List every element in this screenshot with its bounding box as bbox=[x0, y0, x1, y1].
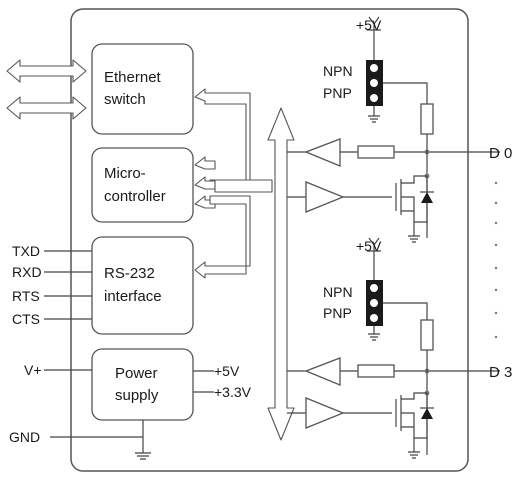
jumper-bottom-npn-label: NPN bbox=[323, 284, 353, 300]
cts-label: CTS bbox=[12, 311, 40, 327]
power-supply-label-1: Power bbox=[115, 365, 158, 382]
txd-label: TXD bbox=[12, 243, 40, 259]
gnd-label: GND bbox=[9, 429, 40, 445]
pullup-resistor-0 bbox=[420, 103, 434, 135]
series-resistor-0 bbox=[357, 145, 395, 159]
rxd-label: RXD bbox=[12, 264, 42, 280]
rs232-label-1: RS-232 bbox=[104, 265, 155, 282]
series-resistor-3 bbox=[357, 364, 395, 378]
rs232-label-2: interface bbox=[104, 288, 162, 305]
jumper-bottom-supply-label: +5V bbox=[356, 238, 382, 254]
rail-5v-label: +5V bbox=[214, 363, 240, 379]
rs232-signal-lines bbox=[44, 250, 92, 320]
channel-0: +5V NPN PNP D 0 bbox=[304, 16, 512, 243]
pullup-resistor-3 bbox=[420, 319, 434, 351]
ethernet-switch-block: Ethernet switch bbox=[91, 43, 194, 135]
jumper-top-supply-label: +5V bbox=[356, 17, 382, 33]
ethernet-port-1-arrow bbox=[6, 59, 87, 83]
jumper-top-pnp-label: PNP bbox=[323, 85, 352, 101]
jumper-top-npn-label: NPN bbox=[323, 63, 353, 79]
channel-continuation-dots bbox=[494, 181, 498, 339]
body-diode-3 bbox=[421, 408, 433, 419]
ethernet-port-2-arrow bbox=[6, 96, 87, 120]
power-output-lines bbox=[193, 370, 214, 393]
internal-io-bus-arrow bbox=[267, 107, 295, 441]
output-driver-3 bbox=[305, 397, 345, 429]
channel-3: +5V NPN PNP D 3 bbox=[304, 237, 512, 459]
microcontroller-label-1: Micro- bbox=[104, 165, 146, 182]
ethernet-switch-label-1: Ethernet bbox=[104, 69, 162, 86]
output-d3-label: D 3 bbox=[489, 364, 512, 381]
rs232-to-mcu-bus-arrow bbox=[194, 195, 251, 279]
vplus-label: V+ bbox=[24, 362, 42, 378]
body-diode-0 bbox=[421, 192, 433, 203]
jumper-bottom-pnp-label: PNP bbox=[323, 305, 352, 321]
power-supply-block: Power supply bbox=[91, 348, 194, 421]
mcu-to-io-bus-arrow bbox=[214, 179, 273, 193]
gnd-line bbox=[50, 420, 151, 460]
output-d0-label: D 0 bbox=[489, 145, 512, 162]
output-driver-0 bbox=[305, 181, 345, 213]
microcontroller-block: Micro- controller bbox=[91, 147, 194, 223]
ethernet-switch-label-2: switch bbox=[104, 91, 146, 108]
rts-label: RTS bbox=[12, 288, 40, 304]
rail-3v3-label: +3.3V bbox=[214, 384, 252, 400]
microcontroller-label-2: controller bbox=[104, 188, 166, 205]
bus-branches bbox=[287, 151, 306, 414]
rs232-interface-block: RS-232 interface bbox=[91, 236, 194, 335]
power-supply-label-2: supply bbox=[115, 387, 159, 404]
